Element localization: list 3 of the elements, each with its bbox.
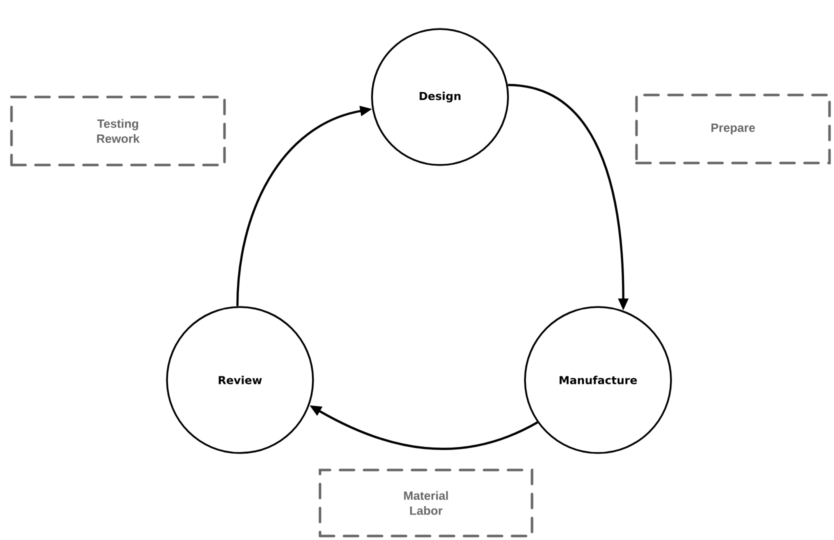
dashed-note-box: Testing Rework [10, 96, 226, 166]
dashed-note-box: Material Labor [318, 468, 534, 538]
dashed-note-box: Prepare [635, 94, 831, 164]
